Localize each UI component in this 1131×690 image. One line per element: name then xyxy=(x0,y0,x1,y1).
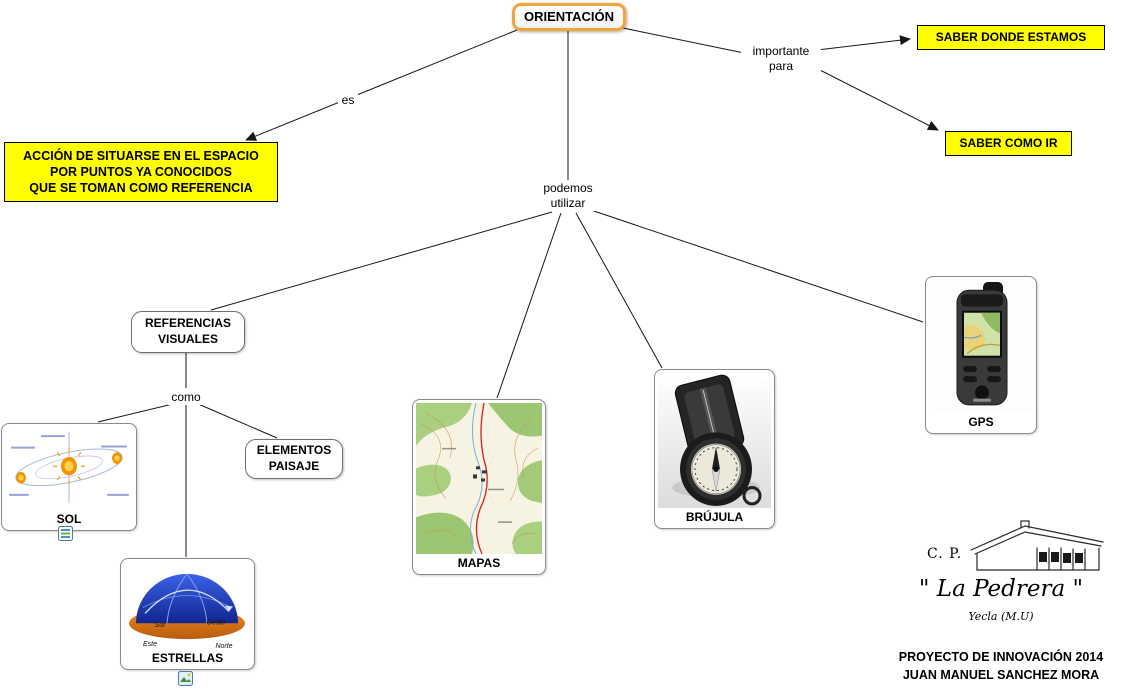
link-label-importante-para[interactable]: importante para xyxy=(741,44,821,74)
node-gps[interactable]: GPS xyxy=(925,276,1037,434)
node-referencias-visuales[interactable]: REFERENCIAS VISUALES xyxy=(131,311,245,353)
estrellas-sur-label: Sur xyxy=(155,622,167,629)
gps-device-image xyxy=(929,280,1033,413)
mapas-topographic-image xyxy=(416,403,542,554)
gps-label: GPS xyxy=(968,415,994,429)
estrellas-norte-label: Norte xyxy=(215,643,232,649)
link-label-es[interactable]: es xyxy=(338,93,358,108)
project-credit-line2: JUAN MANUEL SANCHEZ MORA xyxy=(902,667,1100,682)
sol-label: SOL xyxy=(56,512,82,526)
sol-resource-icon[interactable] xyxy=(58,526,73,541)
estrellas-label: ESTRELLAS xyxy=(151,651,224,665)
node-estrellas[interactable]: Sur Oeste Este Norte ESTRELLAS xyxy=(120,558,255,670)
link-label-podemos-utilizar[interactable]: podemos utilizar xyxy=(535,181,601,211)
estrellas-oeste-label: Oeste xyxy=(207,619,226,626)
node-saber-como-ir[interactable]: SABER COMO IR xyxy=(945,131,1072,156)
mapas-label: MAPAS xyxy=(457,556,501,570)
node-elementos-paisaje[interactable]: ELEMENTOS PAISAJE xyxy=(245,439,343,479)
node-saber-donde-estamos[interactable]: SABER DONDE ESTAMOS xyxy=(917,25,1105,50)
estrellas-este-label: Este xyxy=(143,641,157,648)
school-cp-label: C. P. xyxy=(927,546,963,562)
node-sol[interactable]: SOL xyxy=(1,423,137,531)
node-mapas[interactable]: MAPAS xyxy=(412,399,546,575)
node-orientacion[interactable]: ORIENTACIÓN xyxy=(512,3,626,31)
project-credit: PROYECTO DE INNOVACIÓN 2014 JUAN MANUEL … xyxy=(862,649,1131,684)
school-building-sketch-icon xyxy=(963,516,1109,576)
project-credit-line1: PROYECTO DE INNOVACIÓN 2014 xyxy=(898,650,1104,664)
link-label-como[interactable]: como xyxy=(168,390,204,405)
brujula-label: BRÚJULA xyxy=(685,510,744,524)
node-brujula[interactable]: BRÚJULA xyxy=(654,369,775,529)
node-accion-de-situarse[interactable]: ACCIÓN DE SITUARSE EN EL ESPACIO POR PUN… xyxy=(4,142,278,202)
school-town-label: Yecla (M.U) xyxy=(968,610,1034,623)
school-logo: C. P. " La Pedrera " Yecla (M.U) xyxy=(893,514,1109,648)
sol-diagram-image xyxy=(5,427,133,510)
estrellas-dome-image: Sur Oeste Este Norte xyxy=(124,562,251,649)
estrellas-resource-icon[interactable] xyxy=(178,671,193,686)
school-name-label: " La Pedrera " xyxy=(918,576,1084,602)
brujula-compass-image xyxy=(658,373,771,508)
